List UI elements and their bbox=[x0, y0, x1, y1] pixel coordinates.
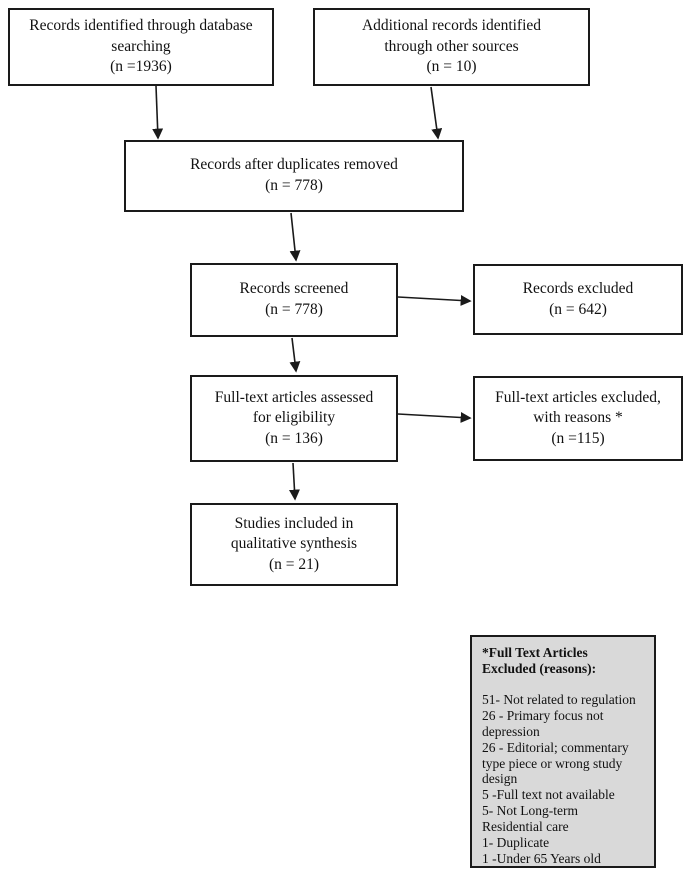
arrow-duplicates-to-screened bbox=[289, 212, 301, 262]
arrow-fulltext-to-fulltext-excluded bbox=[397, 411, 472, 423]
exclusion-reason: 1- Duplicate bbox=[482, 835, 550, 851]
exclusion-reason: 1 -Under 65 Years old bbox=[482, 851, 601, 867]
box-duplicates-removed: Records after duplicates removed (n = 77… bbox=[124, 140, 464, 212]
arrow-additional-to-duplicates bbox=[430, 86, 443, 140]
arrow-screened-to-excluded bbox=[397, 294, 472, 306]
exclusion-reasons-heading: *Full Text Articles Excluded (reasons): bbox=[482, 645, 597, 676]
exclusion-reason: 51- Not related to regulation bbox=[482, 691, 636, 707]
box-fulltext-excluded: Full-text articles excluded, with reason… bbox=[473, 376, 683, 461]
box-fulltext-assessed: Full-text articles assessed for eligibil… bbox=[190, 375, 398, 462]
exclusion-reasons-note: *Full Text Articles Excluded (reasons): … bbox=[470, 635, 656, 868]
arrow-fulltext-to-included bbox=[288, 462, 300, 501]
box-records-screened: Records screened (n = 778) bbox=[190, 263, 398, 337]
exclusion-reason: 26 - Primary focus not depression bbox=[482, 707, 604, 739]
box-studies-included: Studies included in qualitative synthesi… bbox=[190, 503, 398, 586]
exclusion-reason: 26 - Editorial; commentary type piece or… bbox=[482, 739, 629, 787]
box-records-identified: Records identified through database sear… bbox=[8, 8, 274, 86]
exclusion-reason: 5- Not Long-term Residential care bbox=[482, 803, 578, 835]
box-records-excluded: Records excluded (n = 642) bbox=[473, 264, 683, 335]
exclusion-reason: 5 -Full text not available bbox=[482, 787, 615, 803]
box-additional-records: Additional records identified through ot… bbox=[313, 8, 590, 86]
arrow-screened-to-fulltext bbox=[289, 337, 301, 373]
arrow-identified-to-duplicates bbox=[152, 85, 164, 140]
